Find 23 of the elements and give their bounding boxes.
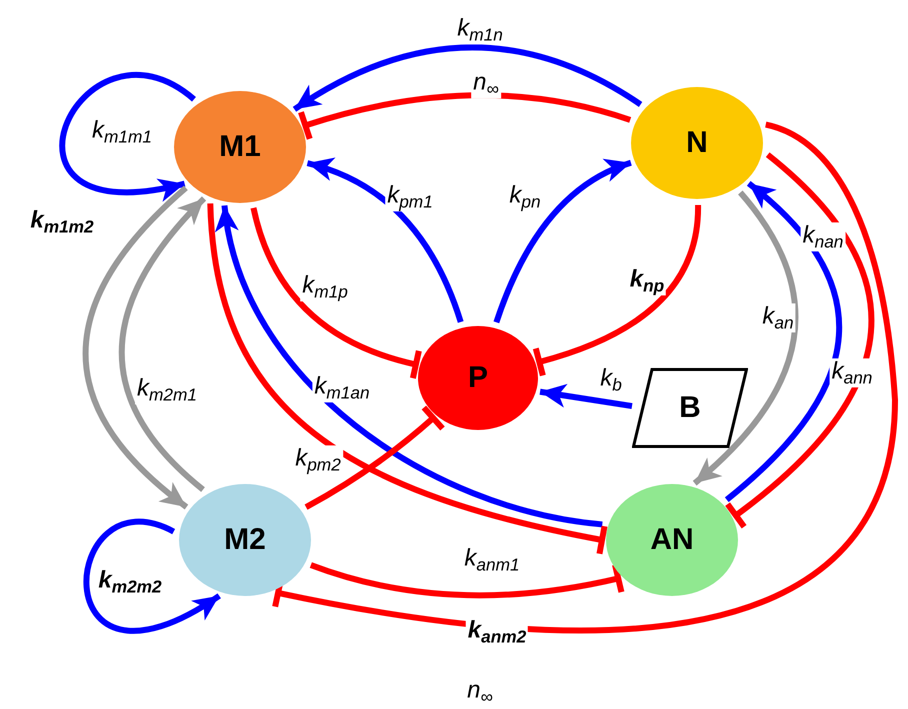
input-parallelogram <box>632 368 748 448</box>
node-label: M2 <box>224 523 266 557</box>
arrow <box>724 181 842 502</box>
node-label: B <box>679 391 701 425</box>
arrow <box>84 519 221 633</box>
rate-label: k$_{ann}$ <box>830 358 874 388</box>
node-label: M1 <box>219 130 261 164</box>
arrow <box>59 72 196 200</box>
inhibition-connector <box>298 92 632 142</box>
rate-label: k$_{np}$ <box>628 266 666 296</box>
rate-label: k$_{pn}$ <box>507 182 543 212</box>
arrow <box>82 186 188 510</box>
arrow <box>292 44 642 112</box>
state-ellipse <box>174 91 306 203</box>
inhibition-connector <box>724 152 874 530</box>
rate-label: k$_{an}$ <box>760 303 796 333</box>
arrow <box>692 190 798 486</box>
node-label: N <box>686 126 708 160</box>
arrow <box>118 196 206 492</box>
rate-label: k$_{nan}$ <box>800 222 846 252</box>
node-label: AN <box>650 523 694 557</box>
inhibition-connector <box>310 562 624 598</box>
rate-label: k$_{m1n}$ <box>455 15 505 45</box>
